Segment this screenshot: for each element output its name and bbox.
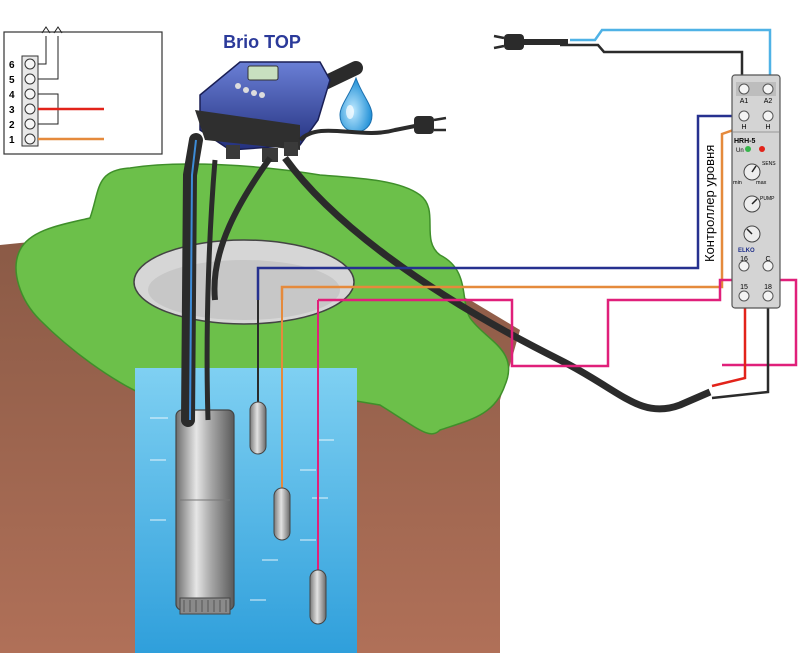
relay-terminal-H-right: H — [765, 124, 770, 131]
motor-feed-cable — [211, 156, 273, 301]
relay-terminal-15: 15 — [740, 284, 748, 291]
relay-model: HRH-5 — [734, 138, 755, 145]
inset-terminal-4: 4 — [9, 90, 15, 101]
mains-plug-icon — [493, 34, 524, 50]
mains-cable-black — [560, 43, 744, 78]
water-ripples — [150, 417, 334, 611]
discharge-pipe-highlight — [189, 139, 197, 421]
mains-cable-blue — [570, 28, 772, 78]
relay-brand: ELKO — [738, 248, 755, 254]
submersible-pump-icon — [175, 409, 235, 615]
controller-power-cable — [298, 124, 416, 142]
inset-terminal-5: 5 — [9, 75, 15, 86]
controller-title: Brio TOP — [223, 32, 301, 52]
relay-pump-label: PUMP — [760, 196, 775, 202]
relay-un-label: Un — [736, 148, 744, 154]
relay-min-label: min — [733, 180, 742, 186]
relay-terminal-C: C — [765, 256, 770, 263]
relay-load-cable — [282, 155, 712, 413]
inset-terminal-3: 3 — [9, 105, 15, 116]
wire-red-to-15 — [711, 296, 747, 388]
relay-terminal-18: 18 — [764, 284, 772, 291]
inset-terminal-1: 1 — [9, 135, 15, 146]
brio-top-controller — [195, 61, 331, 162]
inset-terminal-2: 2 — [9, 120, 15, 131]
water-drop-icon — [339, 76, 373, 133]
wiring-inset — [3, 26, 163, 155]
wire-navy-to-H — [256, 114, 742, 300]
float-switch-icon — [249, 290, 267, 455]
relay-vertical-label: Контроллер уровня — [702, 145, 717, 262]
wire-magenta-to-C — [318, 278, 798, 368]
relay-sens-label: SENS — [762, 161, 776, 167]
level-controller-relay — [731, 74, 781, 309]
relay-terminal-H-left: H — [741, 124, 746, 131]
power-plug-icon — [414, 116, 447, 134]
wire-black-to-18 — [711, 296, 770, 400]
relay-max-label: max — [756, 180, 767, 186]
float-switch-3 — [309, 300, 327, 625]
inset-terminal-6: 6 — [9, 60, 15, 71]
relay-terminal-A2: A2 — [764, 98, 773, 105]
pump-power-cable — [204, 159, 218, 421]
relay-terminal-16: 16 — [740, 256, 748, 263]
float-switch-2 — [273, 290, 291, 541]
relay-terminal-A1: A1 — [740, 98, 749, 105]
